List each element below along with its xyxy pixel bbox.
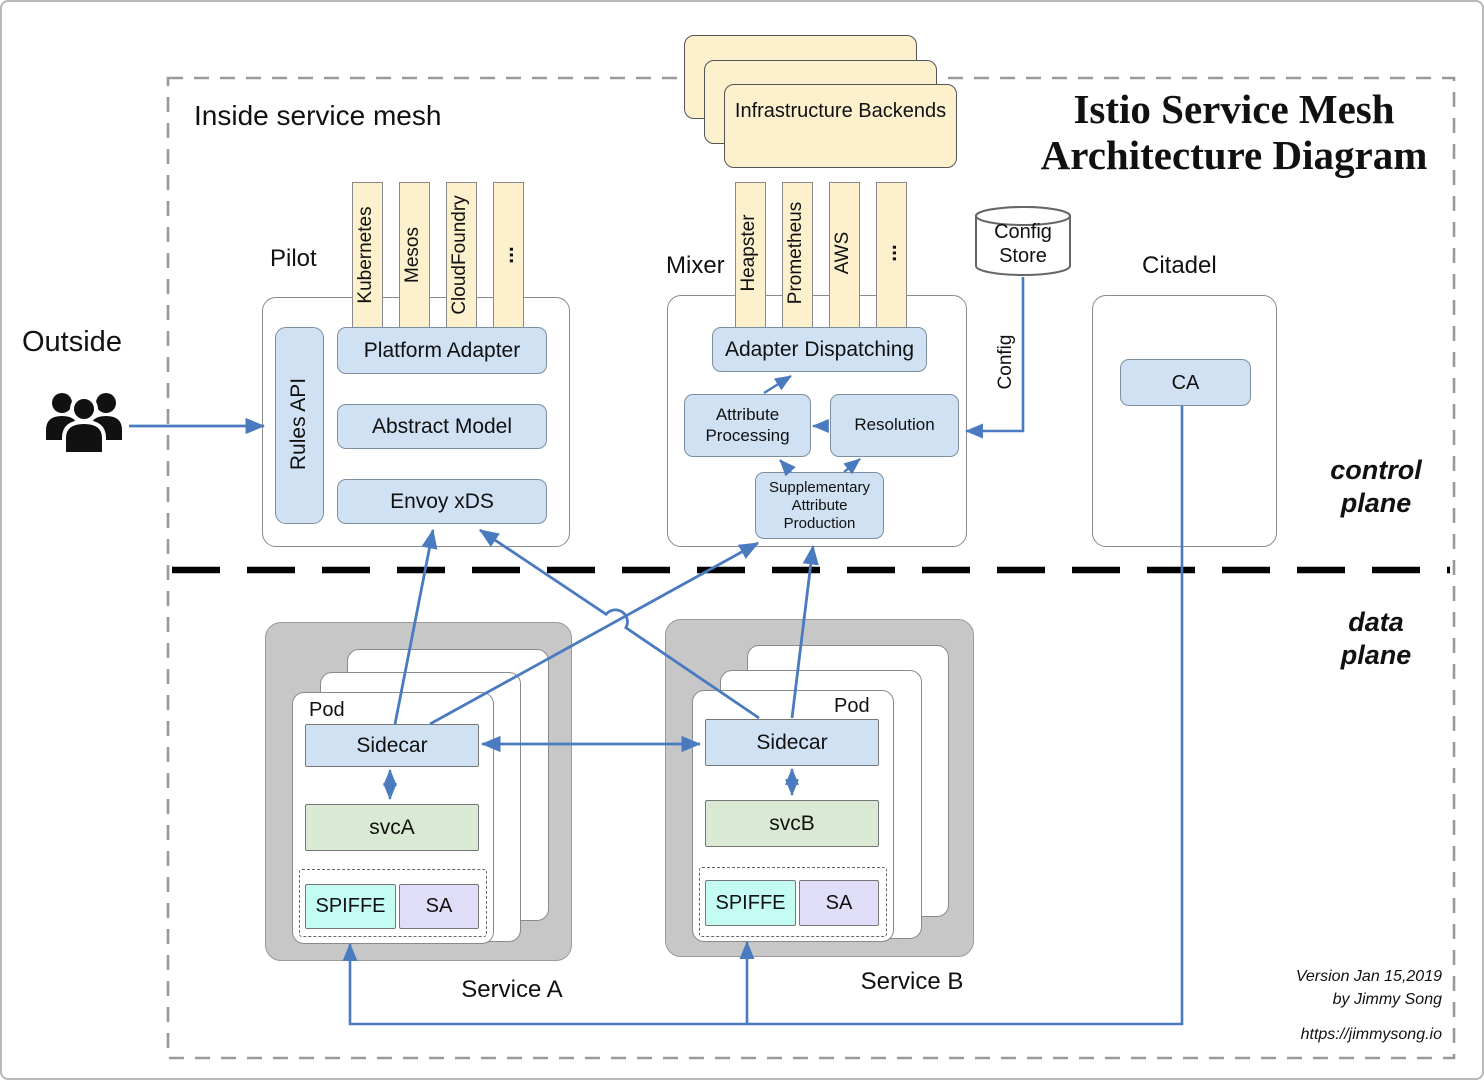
citadel-panel <box>1092 295 1277 547</box>
mixer-column-heapster-label: Heapster <box>738 214 759 292</box>
footer-version: Version Jan 15,2019 <box>1295 968 1442 985</box>
adapter-dispatching-box: Adapter Dispatching <box>712 327 927 372</box>
footer-credits: Version Jan 15,2019 by Jimmy Song https:… <box>1142 965 1442 1047</box>
footer-author: by Jimmy Song <box>1332 991 1442 1009</box>
pilot-column-kubernetes-label: Kubernetes <box>355 206 376 304</box>
service-b-sidecar-box: Sidecar <box>705 719 879 766</box>
outside-label: Outside <box>22 326 122 358</box>
service-a-label: Service A <box>461 976 563 1003</box>
envoy-xds-box: Envoy xDS <box>337 479 547 524</box>
platform-adapter-box: Platform Adapter <box>337 327 547 374</box>
service-a-sa-box: SA <box>399 884 479 929</box>
footer-url: https://jimmysong.io <box>1300 1026 1442 1044</box>
title-line-1: Istio Service Mesh <box>1073 86 1395 132</box>
service-a-spiffe-box: SPIFFE <box>305 884 396 929</box>
service-b-label: Service B <box>860 968 964 995</box>
service-b-pod-label: Pod <box>834 695 870 717</box>
service-a-sidecar-box: Sidecar <box>305 724 479 767</box>
data-plane-label: data plane <box>1340 607 1412 670</box>
citadel-label: Citadel <box>1142 252 1217 279</box>
users-icon <box>46 393 122 456</box>
mixer-column-ellipsis-label: ... <box>878 244 901 262</box>
attribute-processing-box: Attribute Processing <box>684 394 811 457</box>
infra-backends-label: Infrastructure Backends <box>734 100 947 122</box>
control-plane-label: control plane <box>1330 455 1422 518</box>
config-edge-label: Config <box>995 334 1016 390</box>
resolution-box: Resolution <box>830 394 959 457</box>
supplementary-attribute-production-box: Supplementary Attribute Production <box>755 472 884 539</box>
infra-backend-card-1: Infrastructure Backends <box>724 84 957 168</box>
service-b-sa-box: SA <box>799 880 879 926</box>
service-b-svc-box: svcB <box>705 800 879 847</box>
service-a-svc-box: svcA <box>305 804 479 851</box>
mixer-column-prometheus-label: Prometheus <box>785 201 806 305</box>
mixer-label: Mixer <box>666 252 725 279</box>
diagram-title: Istio Service Mesh Architecture Diagram <box>1020 86 1448 179</box>
pilot-label: Pilot <box>270 245 317 272</box>
ca-box: CA <box>1120 359 1251 406</box>
pilot-column-ellipsis-label: ... <box>495 246 518 264</box>
abstract-model-box: Abstract Model <box>337 404 547 449</box>
mixer-column-aws-label: AWS <box>832 231 853 275</box>
inside-mesh-label: Inside service mesh <box>194 100 442 131</box>
service-b-spiffe-box: SPIFFE <box>705 880 796 926</box>
title-line-2: Architecture Diagram <box>1040 132 1428 179</box>
config-store-label: Config Store <box>994 221 1052 267</box>
service-a-pod-label: Pod <box>309 699 345 721</box>
pilot-column-cloudfoundry-label: CloudFoundry <box>449 195 470 315</box>
rules-api-label: Rules API <box>287 377 310 471</box>
pilot-column-mesos-label: Mesos <box>402 227 423 283</box>
